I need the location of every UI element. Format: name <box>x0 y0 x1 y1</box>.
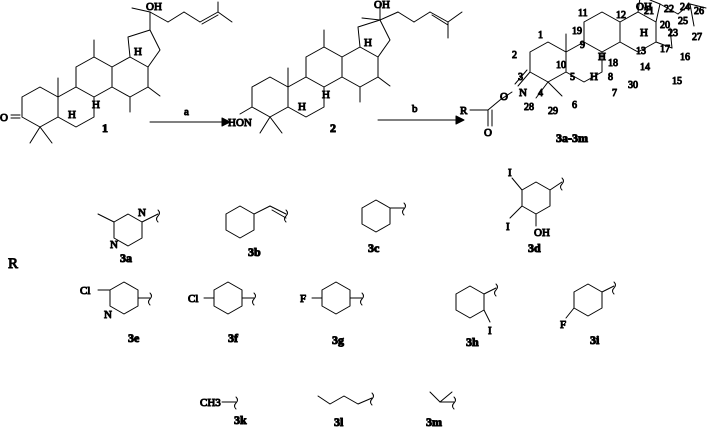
r-group-label: R <box>8 256 18 272</box>
compound-1-ketone-o: O <box>0 112 8 124</box>
substituent-3d-i2: I <box>506 221 510 233</box>
substituent-3h-structure <box>455 283 498 323</box>
carbon-number-22: 22 <box>664 4 674 15</box>
compound-1-label: 1 <box>102 121 108 135</box>
substituent-3a-structure <box>97 209 160 247</box>
compound-2-h9: H <box>322 89 330 101</box>
compound-3-label: 3a-3m <box>556 131 588 145</box>
substituent-3d-label: 3d <box>528 241 541 255</box>
compound-2-label: 2 <box>330 121 336 135</box>
arrow-b-label: b <box>412 103 418 115</box>
carbon-number-2: 2 <box>512 50 517 61</box>
substituent-3i-label: 3i <box>590 333 600 347</box>
compound-3-h5: H <box>590 71 598 83</box>
substituent-3h-label: 3h <box>466 335 479 349</box>
carbon-number-11: 11 <box>578 8 588 19</box>
carbon-number-8: 8 <box>608 72 613 83</box>
substituent-3d-oh: OH <box>534 227 550 239</box>
compound-2-hon: HON <box>228 117 252 129</box>
carbon-number-5: 5 <box>570 72 575 83</box>
carbon-number-9: 9 <box>580 40 585 51</box>
compound-3-oh: OH <box>636 1 652 13</box>
substituent-3f-cl: Cl <box>188 293 198 305</box>
carbon-number-18: 18 <box>608 58 618 69</box>
compound-2-h5: H <box>298 101 306 113</box>
carbon-number-28: 28 <box>524 102 534 113</box>
carbon-number-29: 29 <box>548 106 558 117</box>
substituent-3e-label: 3e <box>128 331 140 345</box>
substituent-3c-structure <box>361 199 406 233</box>
carbon-number-7: 7 <box>612 88 617 99</box>
substituent-3g-f: F <box>300 293 306 305</box>
substituent-3d-structure <box>509 177 564 227</box>
substituent-3l-structure <box>317 392 374 406</box>
compound-1-structure <box>10 1 233 144</box>
substituent-3e-n: N <box>104 309 112 321</box>
substituent-3k-ch3: CH3 <box>200 397 221 409</box>
compound-2-structure <box>239 3 463 134</box>
compound-1-h5: H <box>68 109 76 121</box>
carbon-number-13: 13 <box>636 46 646 57</box>
substituent-3c-label: 3c <box>368 241 380 255</box>
carbon-number-20: 20 <box>660 20 670 31</box>
substituent-3k-label: 3k <box>234 413 247 427</box>
carbon-number-1: 1 <box>538 30 543 41</box>
carbon-number-23: 23 <box>668 28 678 39</box>
compound-3-r: R <box>460 105 468 117</box>
carbon-number-15: 15 <box>672 76 682 87</box>
compound-1-oh: OH <box>146 1 162 13</box>
carbon-number-26: 26 <box>694 6 704 17</box>
substituent-3b-structure <box>225 205 288 239</box>
substituent-3h-i: I <box>488 325 492 337</box>
carbon-number-27: 27 <box>692 32 702 43</box>
carbon-number-6: 6 <box>572 100 577 111</box>
substituent-3m-label: 3m <box>426 415 442 429</box>
carbon-number-21: 21 <box>644 6 654 17</box>
substituent-3e-structure <box>97 281 152 315</box>
compound-3-h9: H <box>598 51 606 63</box>
carbon-number-19: 19 <box>572 26 582 37</box>
reaction-arrow-b <box>377 115 465 125</box>
substituent-3f-label: 3f <box>228 331 239 345</box>
substituent-3g-structure <box>311 281 364 315</box>
substituent-3a-n2: N <box>110 239 118 251</box>
compound-3-structure <box>469 0 707 127</box>
substituent-3i-f: F <box>560 319 566 331</box>
carbon-number-12: 12 <box>616 10 626 21</box>
substituent-3i-structure <box>565 281 616 319</box>
carbon-number-17: 17 <box>660 44 670 55</box>
carbon-number-24: 24 <box>680 2 690 13</box>
carbon-number-3: 3 <box>518 72 523 83</box>
compound-2-h13: H <box>364 37 372 49</box>
substituent-3b-label: 3b <box>248 245 261 259</box>
substituent-3k-structure <box>221 396 238 410</box>
carbon-number-30: 30 <box>628 80 638 91</box>
substituent-3f-structure <box>203 281 256 315</box>
compound-3-oxime-n: N <box>519 87 527 99</box>
substituent-3m-structure <box>429 391 456 410</box>
compound-2-oh: OH <box>374 0 390 11</box>
substituent-3g-label: 3g <box>332 333 344 347</box>
carbon-number-14: 14 <box>640 62 650 73</box>
compound-3-h13: H <box>640 27 648 39</box>
compound-3-oxime-o: O <box>500 91 508 103</box>
carbon-number-25: 25 <box>678 16 688 27</box>
compound-1-h9: H <box>92 99 100 111</box>
substituent-3l-label: 3l <box>334 415 344 429</box>
carbon-number-4: 4 <box>538 88 543 99</box>
substituent-3a-n1: N <box>138 207 146 219</box>
carbon-number-16: 16 <box>680 52 690 63</box>
substituent-3e-cl: Cl <box>80 285 90 297</box>
arrow-a-label: a <box>184 106 189 118</box>
compound-3-carbonyl-o: O <box>484 127 492 139</box>
substituent-3a-label: 3a <box>120 251 132 265</box>
compound-1-h13: H <box>134 46 142 58</box>
reaction-arrow-a <box>149 117 231 127</box>
carbon-number-10: 10 <box>556 60 566 71</box>
substituent-3d-i1: I <box>508 167 512 179</box>
